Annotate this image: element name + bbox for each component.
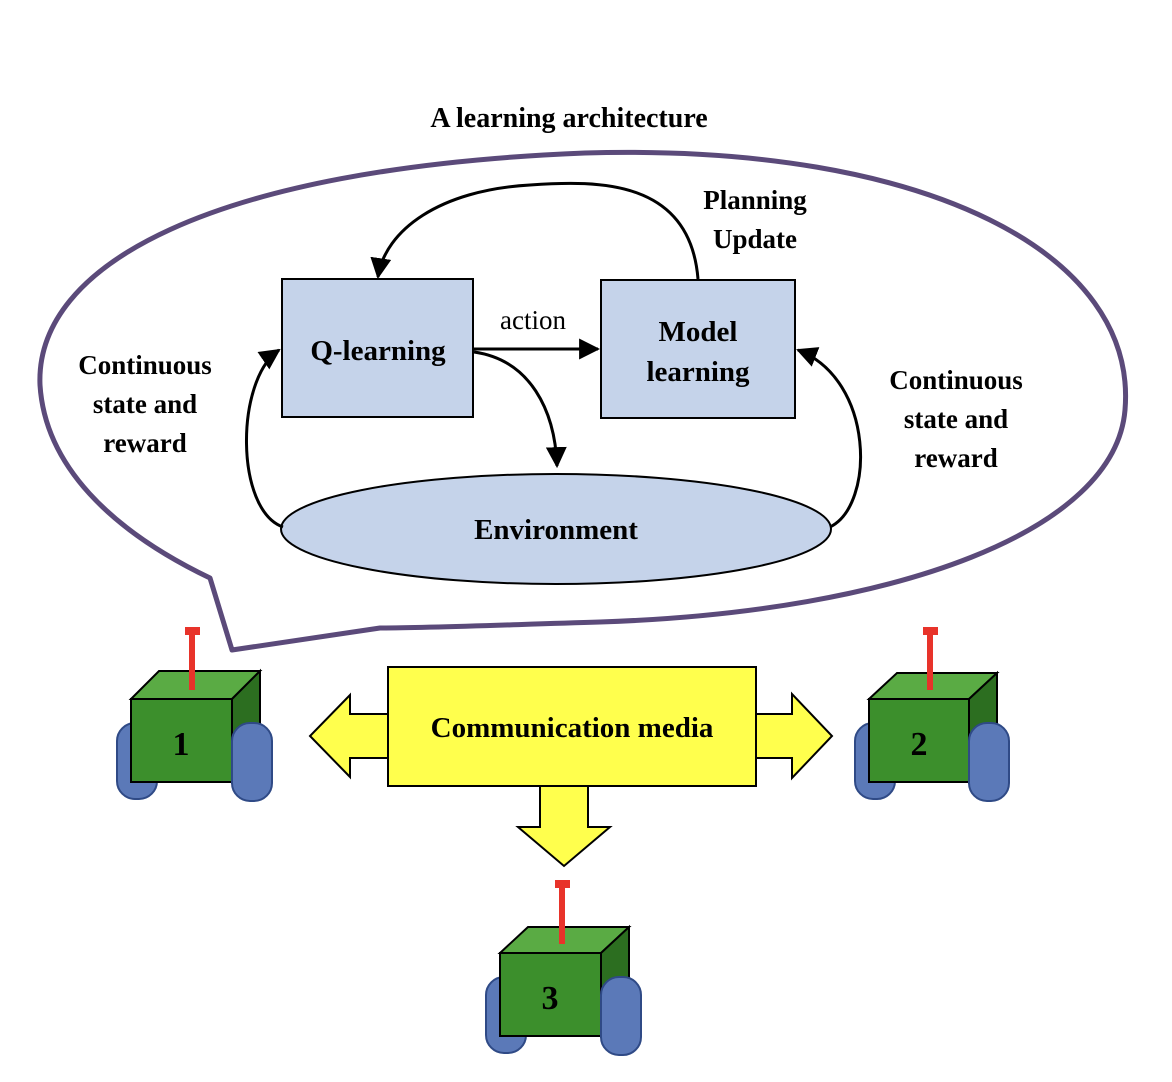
robot-1: 1 <box>116 627 273 802</box>
communication-media-label: Communication media <box>431 712 714 744</box>
environment-ellipse <box>280 473 832 585</box>
robot-3: 3 <box>485 880 642 1056</box>
left-state-arrow <box>245 348 284 529</box>
media-left-arrow <box>308 692 393 780</box>
left-state-label-line1: Continuous <box>78 350 212 380</box>
planning-update-arrow <box>370 181 700 280</box>
diagram-title: A learning architecture <box>430 103 707 134</box>
left-state-label-line2: state and <box>93 389 197 419</box>
communication-media-box <box>387 666 757 787</box>
planning-label-line1: Planning <box>703 185 807 215</box>
robot-3-front-wheel <box>600 976 642 1056</box>
robot-3-antenna-tip <box>555 880 570 888</box>
media-right-arrow <box>751 691 834 781</box>
model-learning-label-line1: Model <box>659 316 738 348</box>
robot-2: 2 <box>854 627 1010 802</box>
q-learning-label: Q-learning <box>310 335 446 367</box>
robot-2-antenna-tip <box>923 627 938 635</box>
right-state-label-line3: reward <box>914 443 997 473</box>
environment-label: Environment <box>474 514 638 546</box>
planning-label-line2: Update <box>713 224 797 254</box>
model-learning-box <box>600 279 796 419</box>
media-down-arrow <box>515 782 613 868</box>
right-state-arrow <box>796 347 862 529</box>
model-learning-label-line2: learning <box>646 356 750 388</box>
action-label: action <box>500 305 566 335</box>
right-state-label-line1: Continuous <box>889 365 1023 395</box>
robot-3-number: 3 <box>542 980 559 1017</box>
robot-2-front-wheel <box>968 722 1010 802</box>
robot-3-body <box>499 952 602 1037</box>
robot-1-antenna-tip <box>185 627 200 635</box>
q-learning-box <box>281 278 474 418</box>
q-to-environment-arrow <box>473 350 567 469</box>
robot-1-number: 1 <box>173 726 190 763</box>
left-state-label-line3: reward <box>103 428 186 458</box>
right-state-label-line2: state and <box>904 404 1008 434</box>
robot-1-front-wheel <box>231 722 273 802</box>
robot-2-number: 2 <box>911 726 928 763</box>
robot-1-body <box>130 698 233 783</box>
